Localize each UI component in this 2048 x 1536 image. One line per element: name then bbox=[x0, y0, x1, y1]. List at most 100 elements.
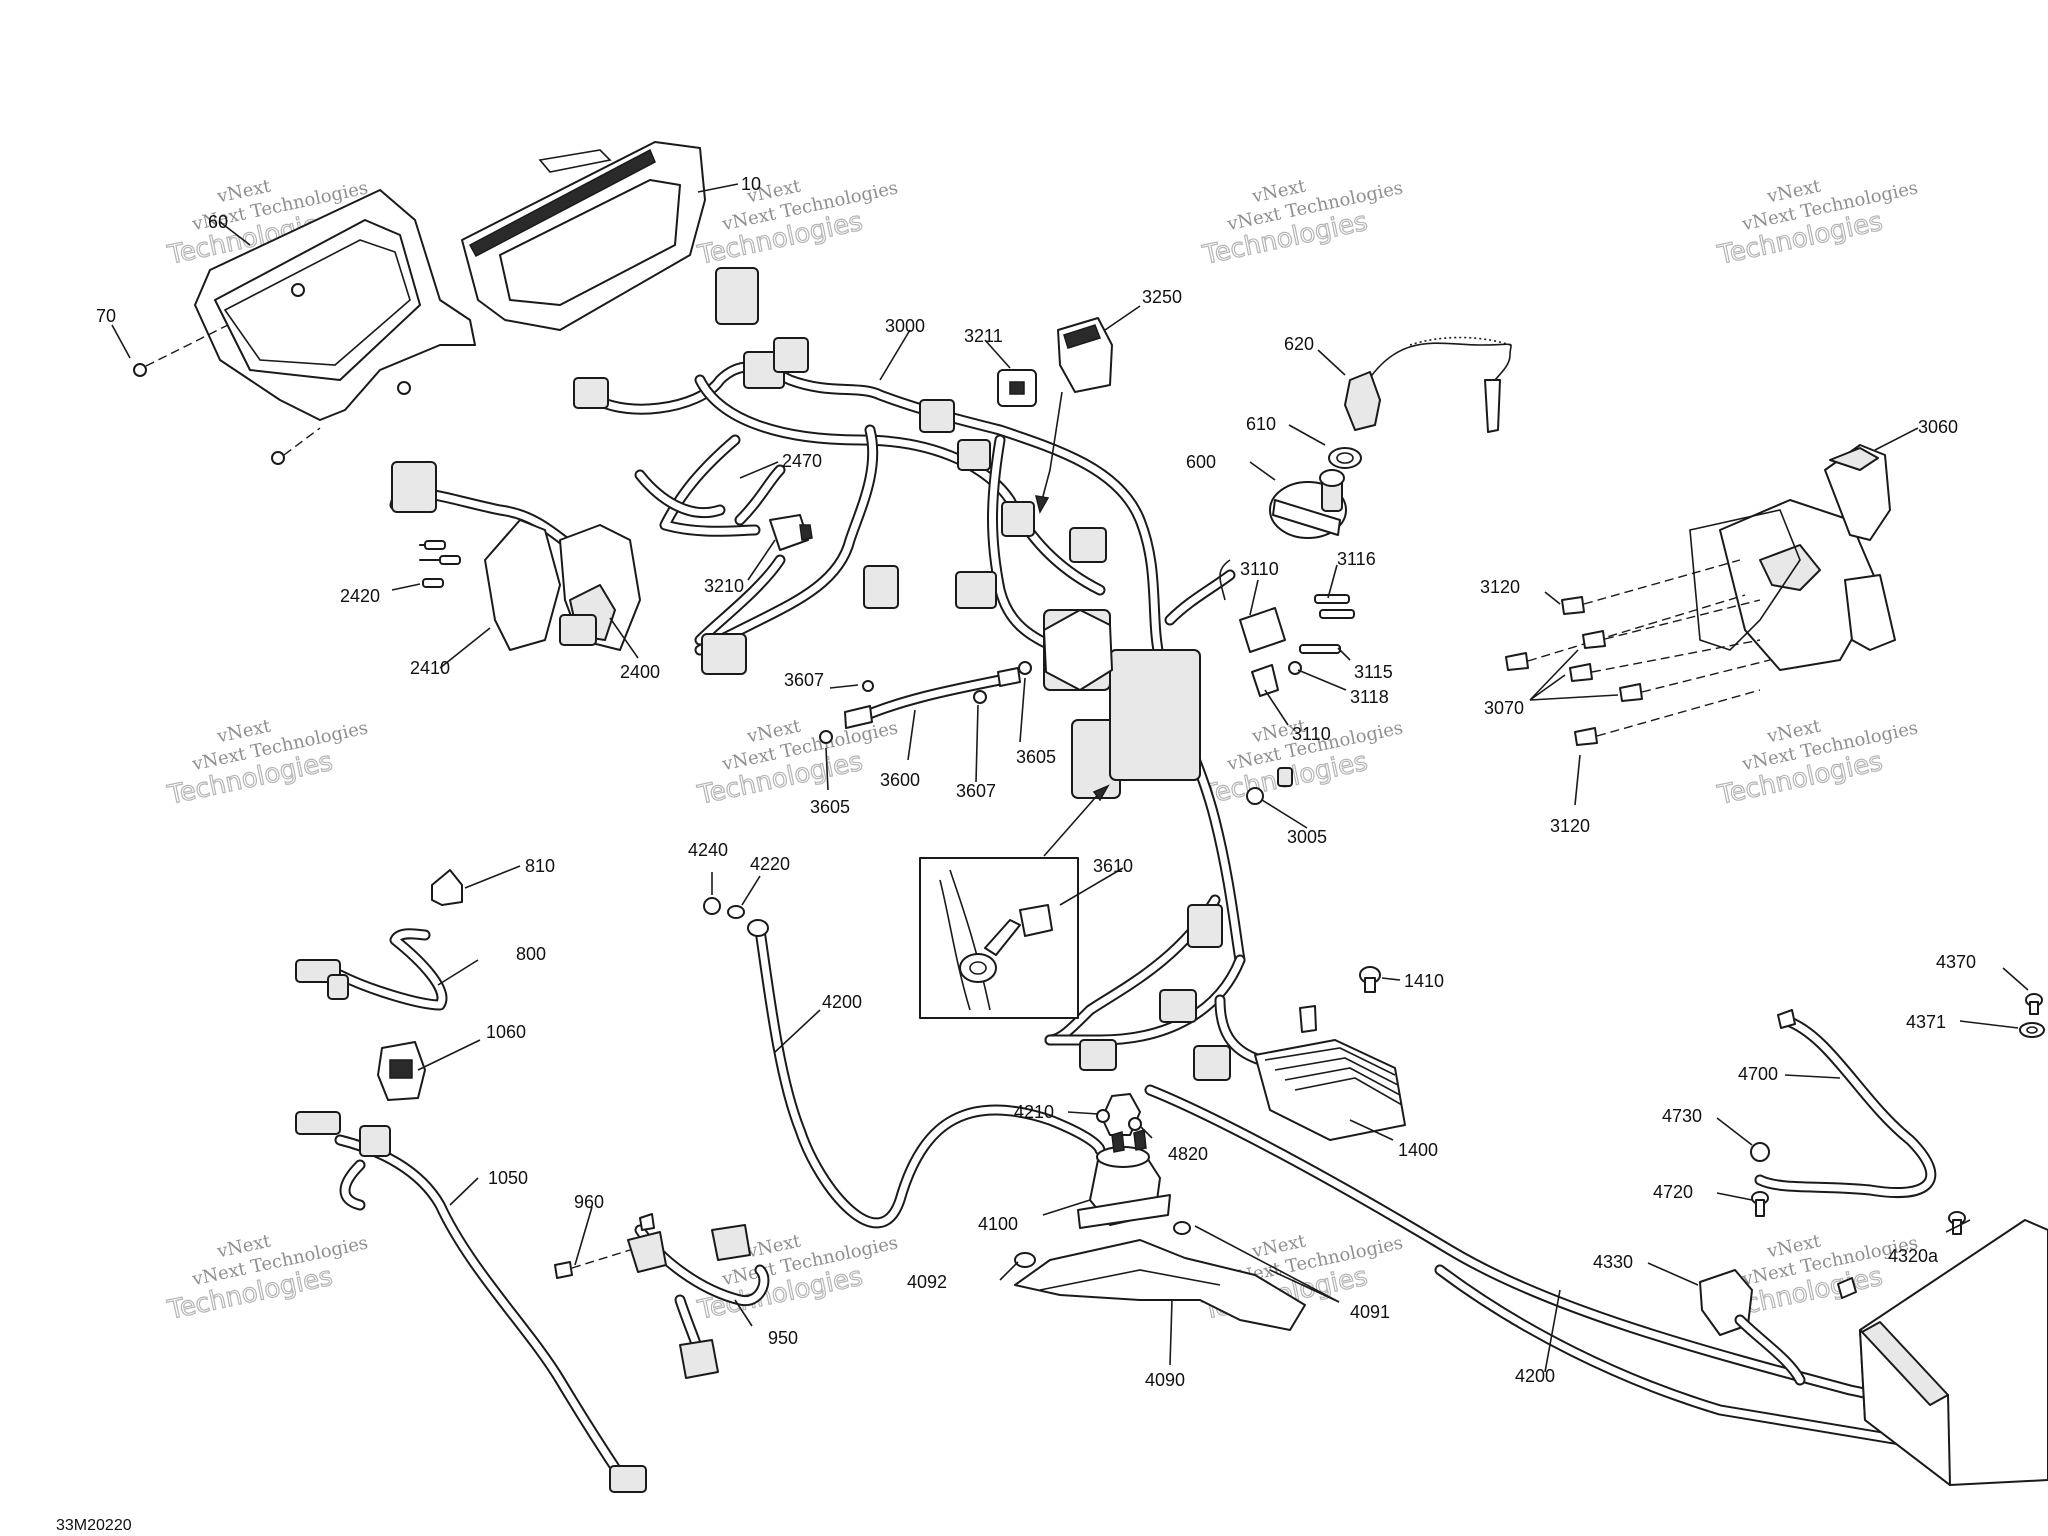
callout-4240: 4240 bbox=[688, 840, 728, 860]
callout-3605-left: 3605 bbox=[810, 797, 850, 817]
harness-connector bbox=[1193, 1045, 1231, 1081]
callout-3210: 3210 bbox=[704, 576, 744, 596]
leader-lines bbox=[111, 183, 2029, 1373]
actuator-3060 bbox=[1689, 444, 1896, 671]
switch-connector bbox=[391, 461, 437, 513]
callout-800: 800 bbox=[516, 944, 546, 964]
callout-3250: 3250 bbox=[1142, 287, 1182, 307]
harness-800 bbox=[295, 928, 448, 1011]
callout-1050: 1050 bbox=[488, 1168, 528, 1188]
callout-60: 60 bbox=[208, 212, 228, 232]
callout-2410: 2410 bbox=[410, 658, 450, 678]
callout-4720: 4720 bbox=[1653, 1182, 1693, 1202]
callout-2400: 2400 bbox=[620, 662, 660, 682]
screw bbox=[271, 451, 285, 465]
callout-4370: 4370 bbox=[1936, 952, 1976, 972]
callout-3110-lower: 3110 bbox=[1292, 724, 1331, 744]
sensor-3210 bbox=[769, 514, 813, 551]
harness-950 bbox=[627, 1213, 770, 1379]
ignition-switch-600 bbox=[1269, 469, 1347, 539]
watermark: vNext vNext Technologies Technologies bbox=[1714, 175, 1920, 271]
callout-810: 810 bbox=[525, 856, 555, 876]
callout-4820: 4820 bbox=[1168, 1144, 1208, 1164]
connector-3211 bbox=[997, 369, 1037, 407]
solenoid-4100 bbox=[1077, 1129, 1171, 1229]
callout-3070: 3070 bbox=[1484, 698, 1524, 718]
harness-connector bbox=[1187, 904, 1223, 948]
bolt-3070 bbox=[1582, 599, 1761, 649]
bolt-4370 bbox=[2025, 993, 2043, 1015]
switch-screw bbox=[439, 555, 461, 565]
callout-3120-lower: 3120 bbox=[1550, 816, 1590, 836]
nut-3607 bbox=[973, 690, 987, 704]
detail-inset-3610 bbox=[919, 784, 1110, 1019]
callout-3607-lower: 3607 bbox=[956, 781, 996, 801]
callout-3600: 3600 bbox=[880, 770, 920, 790]
callout-960: 960 bbox=[574, 1192, 604, 1212]
main-harness bbox=[573, 267, 1356, 1081]
callout-3060: 3060 bbox=[1918, 417, 1958, 437]
screw-960 bbox=[554, 1249, 631, 1279]
callout-600: 600 bbox=[1186, 452, 1216, 472]
callout-4320a: 4320a bbox=[1888, 1246, 1939, 1266]
callout-3115: 3115 bbox=[1354, 662, 1393, 682]
harness-1050 bbox=[295, 1111, 647, 1493]
callout-70: 70 bbox=[96, 306, 116, 326]
bolt-4720 bbox=[1751, 1191, 1769, 1217]
callout-4091: 4091 bbox=[1350, 1302, 1390, 1322]
harness-connector bbox=[1159, 989, 1197, 1023]
harness-connector bbox=[955, 571, 997, 609]
boot-4330 bbox=[1699, 1269, 1806, 1386]
bolt-3070 bbox=[1619, 659, 1771, 702]
callout-4100: 4100 bbox=[978, 1214, 1018, 1234]
cable-4700 bbox=[1754, 1009, 1937, 1199]
nut-3607 bbox=[862, 680, 874, 692]
screw-3115 bbox=[1299, 644, 1341, 654]
nut-4240 bbox=[703, 897, 721, 915]
screw-70 bbox=[133, 324, 229, 377]
harness-connector bbox=[701, 633, 747, 675]
callout-3118: 3118 bbox=[1350, 687, 1389, 707]
callout-4220: 4220 bbox=[750, 854, 790, 874]
callout-1060: 1060 bbox=[486, 1022, 526, 1042]
watermark: vNext vNext Technologies Technologies bbox=[164, 715, 370, 811]
callout-4200-left: 4200 bbox=[822, 992, 862, 1012]
hose-2470 bbox=[634, 434, 761, 537]
callout-3000: 3000 bbox=[885, 316, 925, 336]
callout-3110-upper: 3110 bbox=[1240, 559, 1279, 579]
watermark: vNext vNext Technologies Technologies bbox=[1714, 715, 1920, 811]
boot-810 bbox=[431, 869, 463, 906]
callout-4200-right: 4200 bbox=[1515, 1366, 1555, 1386]
bolt-3070 bbox=[1569, 639, 1761, 682]
callout-3116: 3116 bbox=[1337, 549, 1376, 569]
regulator-1400 bbox=[1254, 1005, 1406, 1141]
nut-4730 bbox=[1750, 1142, 1770, 1162]
callout-950: 950 bbox=[768, 1328, 798, 1348]
harness-connector bbox=[773, 337, 809, 373]
ground-strap-3600 bbox=[844, 667, 1021, 729]
nut-4210b bbox=[1128, 1117, 1142, 1131]
dash-line bbox=[283, 427, 321, 456]
callout-4730: 4730 bbox=[1662, 1106, 1702, 1126]
harness-connector bbox=[573, 377, 609, 409]
bolt-3605 bbox=[1018, 661, 1032, 675]
connector-block bbox=[1043, 609, 1113, 691]
washer-4371 bbox=[2019, 1022, 2045, 1038]
callout-2470: 2470 bbox=[782, 451, 822, 471]
callout-3607-upper: 3607 bbox=[784, 670, 824, 690]
callout-3005: 3005 bbox=[1287, 827, 1327, 847]
harness-connector bbox=[1069, 527, 1107, 563]
bolt-3605 bbox=[819, 730, 833, 744]
bolt-3120 bbox=[1505, 594, 1746, 671]
instrument-bezel bbox=[194, 189, 476, 421]
callout-3211: 3211 bbox=[964, 326, 1003, 346]
callout-10: 10 bbox=[741, 174, 761, 194]
harness-connector bbox=[957, 439, 991, 471]
switch-3110 bbox=[1219, 559, 1286, 697]
screw bbox=[397, 381, 411, 395]
bolt-3120 bbox=[1561, 559, 1741, 615]
watermark: vNext vNext Technologies Technologies bbox=[1199, 715, 1405, 811]
callout-4330: 4330 bbox=[1593, 1252, 1633, 1272]
callout-3610: 3610 bbox=[1093, 856, 1133, 876]
